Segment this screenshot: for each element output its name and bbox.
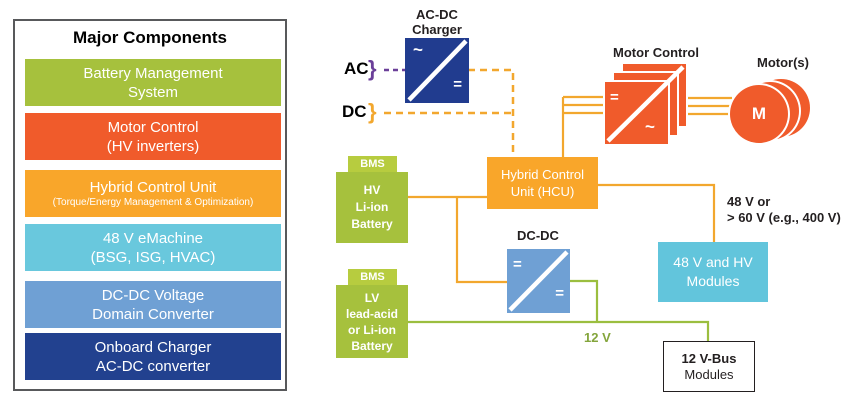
dcdc-label: DC-DC [517,228,559,243]
hybrid-control-unit-box: Hybrid Control Unit (HCU) [487,157,598,209]
legend-item-hybrid-control-unit: Hybrid Control Unit (Torque/Energy Manag… [25,170,281,217]
legend-title: Major Components [73,28,227,47]
lv-bms-tab: BMS [348,269,397,285]
legend-item-battery-management: Battery Management System [25,59,281,106]
ac-input-label: AC [344,59,369,78]
dcdc-equals-symbol-top: = [513,256,522,273]
motor-control-label: Motor Control [613,45,699,60]
hv-bms-tab: BMS [348,156,397,172]
motors-label: Motor(s) [757,55,809,70]
48v-hv-modules-box: 48 V and HV Modules [658,242,768,302]
dc-input-label: DC [342,102,367,121]
legend-item-48v-emachine: 48 V eMachine (BSG, ISG, HVAC) [25,224,281,271]
motor-m-symbol: M [751,104,767,123]
hv-battery-box: HV Li-ion Battery [336,172,408,243]
legend-item-motor-control: Motor Control (HV inverters) [25,113,281,160]
12v-label: 12 V [584,330,611,345]
dcdc-equals-symbol-bottom: = [555,285,564,302]
dc-equals-symbol: = [453,76,462,93]
inverter-tilde-symbol: ~ [645,117,655,136]
inverter-equals-symbol: = [610,89,619,106]
motor-circle-front [730,85,788,143]
voltage-note-label: 48 V or > 60 V (e.g., 400 V) [727,194,841,225]
12v-bus-modules-box: 12 V-Bus Modules [663,341,755,392]
ac-connector-bracket-icon: } [368,56,377,81]
legend-item-hcu-subtext: (Torque/Energy Management & Optimization… [52,197,254,208]
legend-item-onboard-charger: Onboard Charger AC-DC converter [25,333,281,380]
lv-battery-box: LV lead-acid or Li-ion Battery [336,285,408,358]
legend-item-dcdc-converter: DC-DC Voltage Domain Converter [25,281,281,328]
ac-tilde-symbol: ~ [413,40,423,59]
dc-connector-bracket-icon: } [368,99,377,124]
major-components-panel: Major Components Battery Management Syst… [13,19,287,391]
ac-dc-charger-label: AC-DC Charger [412,7,462,37]
